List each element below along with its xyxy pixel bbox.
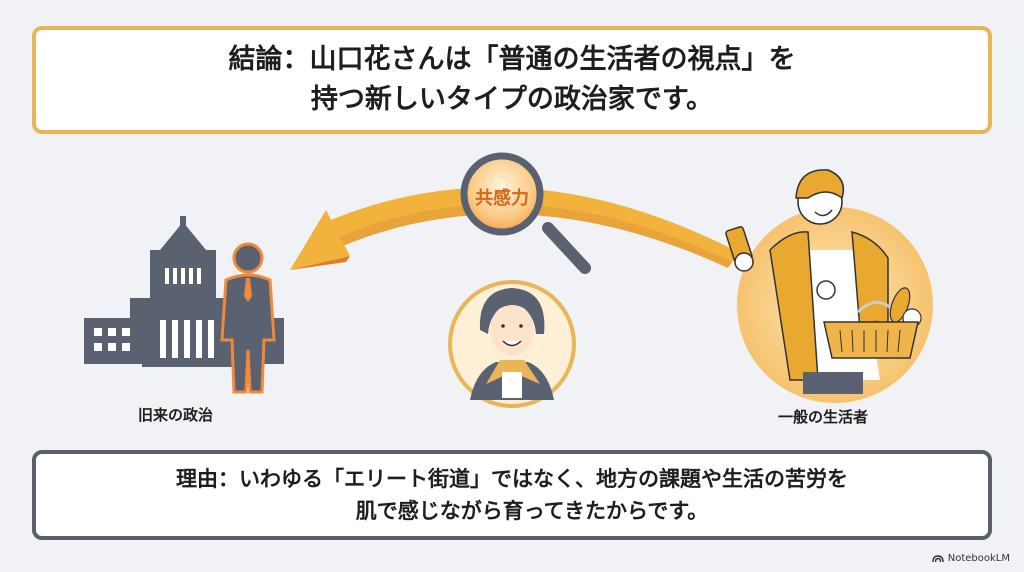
empathy-arrow: [290, 187, 738, 270]
everyday-person-illustration: [725, 169, 933, 403]
conclusion-box: 結論：山口花さんは「普通の生活者の視点」を 持つ新しいタイプの政治家です。: [32, 26, 992, 134]
magnifier-icon: [460, 152, 591, 274]
watermark: NotebookLM: [932, 553, 1010, 564]
notebooklm-logo-icon: [932, 555, 944, 563]
watermark-label: NotebookLM: [947, 553, 1010, 564]
building-windows: [94, 268, 214, 358]
conclusion-line-1: 結論：山口花さんは「普通の生活者の視点」を: [228, 44, 796, 75]
politician-portrait: [448, 280, 576, 408]
empathy-label: 共感力: [475, 188, 529, 209]
reason-line-2: 肌で感じながら育ってきたからです。: [355, 499, 709, 523]
reason-line-1: 理由：いわゆる「エリート街道」ではなく、地方の課題や生活の苦労を: [176, 467, 848, 491]
ordinary-citizen-label: 一般の生活者: [778, 408, 869, 426]
conclusion-line-2: 持つ新しいタイプの政治家です。: [310, 84, 714, 115]
reason-box: 理由：いわゆる「エリート街道」ではなく、地方の課題や生活の苦労を 肌で感じながら…: [32, 450, 992, 540]
traditional-politics-label: 旧来の政治: [138, 406, 214, 424]
politician-figure-icon: [220, 242, 276, 394]
